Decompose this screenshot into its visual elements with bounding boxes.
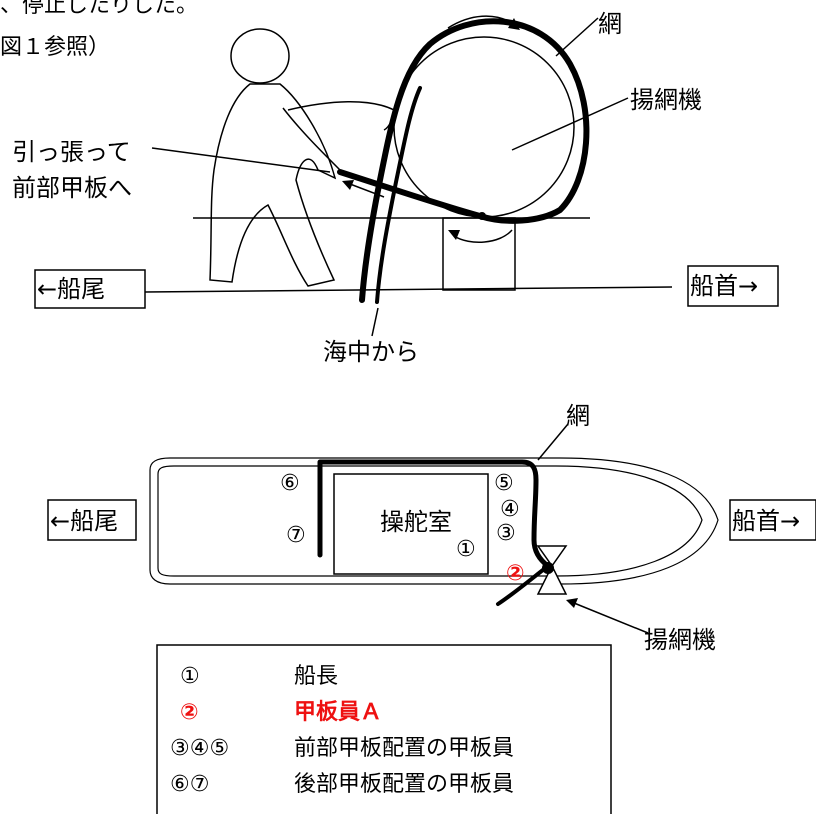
from-sea-label: 海中から — [323, 338, 419, 366]
rotation-arc-bottom — [453, 229, 513, 243]
legend-frame — [156, 644, 612, 814]
net-rope — [337, 18, 590, 303]
legend-value-4: 後部甲板配置の甲板員 — [294, 772, 514, 797]
legend-value-1: 船長 — [294, 664, 338, 689]
legend-key-1: ① — [180, 664, 200, 689]
legend-value-2: 甲板員Ａ — [294, 700, 382, 725]
crew-body — [209, 83, 337, 287]
from-sea-leader — [371, 307, 379, 337]
top-fragment-1: 、停止したりした。 — [0, 0, 198, 18]
side-view: 網 揚網機 引っ張って 前部甲板へ ←船尾 船首→ 海中から — [12, 10, 779, 366]
waterline — [144, 286, 673, 293]
top-winch-leader — [573, 602, 649, 634]
crew-arm-back — [287, 101, 395, 131]
rotation-arrowhead-bottom — [448, 230, 460, 240]
legend-key-3: ③④⑤ — [170, 736, 229, 761]
wheelhouse-label: 操舵室 — [380, 508, 452, 536]
pull-label-line2: 前部甲板へ — [12, 174, 132, 202]
position-2: ② — [506, 561, 525, 586]
hull-inner — [157, 465, 703, 577]
side-bow-box — [687, 265, 779, 307]
legend-key-2: ② — [180, 700, 199, 725]
net-knot — [478, 212, 486, 220]
rotation-arrowhead-top — [508, 18, 520, 30]
winch-pedestal — [442, 217, 516, 291]
net-rope-top — [317, 459, 551, 569]
position-7: ⑦ — [286, 523, 306, 548]
top-stern-box — [47, 499, 137, 541]
position-6: ⑥ — [280, 471, 300, 496]
top-bow-label: 船首→ — [732, 507, 800, 535]
winch-drum — [393, 36, 575, 218]
legend-value-3: 前部甲板配置の甲板員 — [294, 736, 514, 761]
pull-leader — [151, 147, 331, 173]
top-winch-arrowhead — [566, 598, 578, 608]
net-leader — [555, 17, 599, 57]
pull-arrow — [349, 183, 385, 198]
top-winch-label: 揚網機 — [644, 626, 716, 654]
crew-arm — [282, 107, 341, 171]
wheelhouse — [333, 473, 489, 575]
top-stern-label: ←船尾 — [50, 507, 118, 535]
side-bow-label: 船首→ — [690, 272, 758, 300]
crew-head — [230, 28, 290, 84]
winch-leader — [511, 97, 629, 151]
hull-outer — [149, 457, 719, 585]
legend: ① 船長 ② 甲板員Ａ ③④⑤ 前部甲板配置の甲板員 ⑥⑦ 後部甲板配置の甲板員 — [156, 644, 612, 814]
position-3: ③ — [496, 521, 516, 546]
side-stern-label: ←船尾 — [37, 275, 105, 303]
legend-key-4: ⑥⑦ — [170, 772, 209, 797]
top-net-leader — [537, 423, 569, 461]
winch-knot — [542, 562, 554, 574]
top-bow-box — [729, 499, 816, 541]
position-5: ⑤ — [494, 471, 514, 496]
position-4: ④ — [500, 497, 520, 522]
top-fragment-2: 図１参照） — [0, 35, 110, 60]
pull-arrowhead — [342, 180, 354, 190]
side-stern-box — [34, 269, 146, 309]
side-winch-label: 揚網機 — [630, 86, 702, 114]
pull-label-line1: 引っ張って — [12, 138, 131, 166]
position-1: ① — [456, 537, 476, 562]
top-view: 操舵室 ① ② ③ ④ ⑤ ⑥ ⑦ 網 ←船尾 船首→ 揚網機 — [47, 402, 816, 654]
side-net-label: 網 — [598, 10, 622, 38]
net-rope-strand — [375, 86, 422, 304]
rotation-arc-top — [447, 15, 515, 29]
top-net-label: 網 — [566, 402, 590, 430]
